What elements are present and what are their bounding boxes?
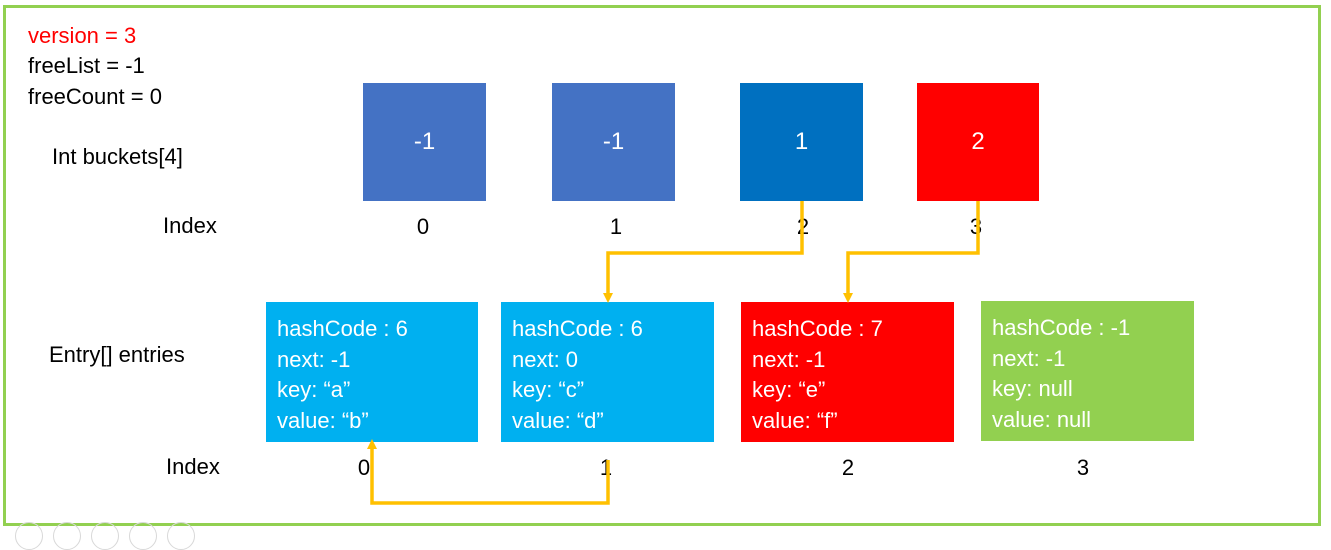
freelist-text: freeList = -1: [28, 53, 145, 78]
entry-next: next: -1: [277, 346, 351, 372]
arrow-layer: [367, 201, 980, 505]
arrow-bucket3-to-entry2: [843, 201, 980, 303]
bucket-2: 1: [740, 83, 863, 201]
entry-0: hashCode : 6 next: -1 key: “a” value: “b…: [266, 302, 478, 442]
buckets-label: Int buckets[4]: [52, 144, 183, 169]
entry-3: hashCode : -1 next: -1 key: null value: …: [981, 301, 1194, 441]
entry-next: next: -1: [752, 346, 826, 372]
entry-key: key: “c”: [512, 377, 585, 402]
bucket-index-label: Index: [163, 213, 217, 238]
entries-label: Entry[] entries: [49, 342, 185, 367]
entry-hashcode: hashCode : 6: [277, 316, 408, 341]
entry-next: next: 0: [512, 346, 579, 372]
bucket-3: 2: [917, 83, 1039, 201]
entry-value: value: null: [992, 406, 1092, 432]
bucket-index-1: 1: [609, 214, 623, 239]
entry-index-3: 3: [1076, 455, 1090, 480]
bucket-value: 2: [971, 128, 985, 155]
bucket-index-0: 0: [416, 214, 430, 239]
entry-hashcode: hashCode : 6: [512, 316, 643, 341]
entry-key: key: “e”: [752, 377, 826, 402]
entry-value: value: “f”: [752, 407, 838, 433]
bucket-0: -1: [363, 83, 486, 201]
entry-index-label: Index: [166, 454, 220, 479]
zoom-icon: [129, 522, 157, 550]
entry-value: value: “b”: [277, 407, 369, 433]
entry-hashcode: hashCode : -1: [992, 315, 1131, 340]
diagram-frame: [3, 5, 1321, 526]
entry-2: hashCode : 7 next: -1 key: “e” value: “f…: [741, 302, 954, 442]
entry-hashcode: hashCode : 7: [752, 316, 883, 341]
entry-index-2: 2: [841, 455, 855, 480]
version-text: version = 3: [28, 23, 137, 48]
freecount-text: freeCount = 0: [28, 84, 162, 109]
menu-icon: [91, 522, 119, 550]
bucket-value: 1: [794, 128, 809, 155]
entry-key: key: null: [992, 376, 1073, 401]
prev-icon: [15, 522, 43, 550]
more-icon: [167, 522, 195, 550]
bucket-value: -1: [602, 128, 625, 155]
bucket-1: -1: [552, 83, 675, 201]
entry-next: next: -1: [992, 345, 1066, 371]
bucket-value: -1: [413, 128, 436, 155]
entry-index-0: 0: [357, 455, 371, 480]
entry-key: key: “a”: [277, 377, 351, 402]
arrow-bucket2-to-entry1: [603, 201, 804, 303]
arrow-entry1-next-to-entry0: [367, 439, 610, 505]
entry-value: value: “d”: [512, 407, 604, 433]
pen-icon: [53, 522, 81, 550]
entry-1: hashCode : 6 next: 0 key: “c” value: “d”: [501, 302, 714, 442]
